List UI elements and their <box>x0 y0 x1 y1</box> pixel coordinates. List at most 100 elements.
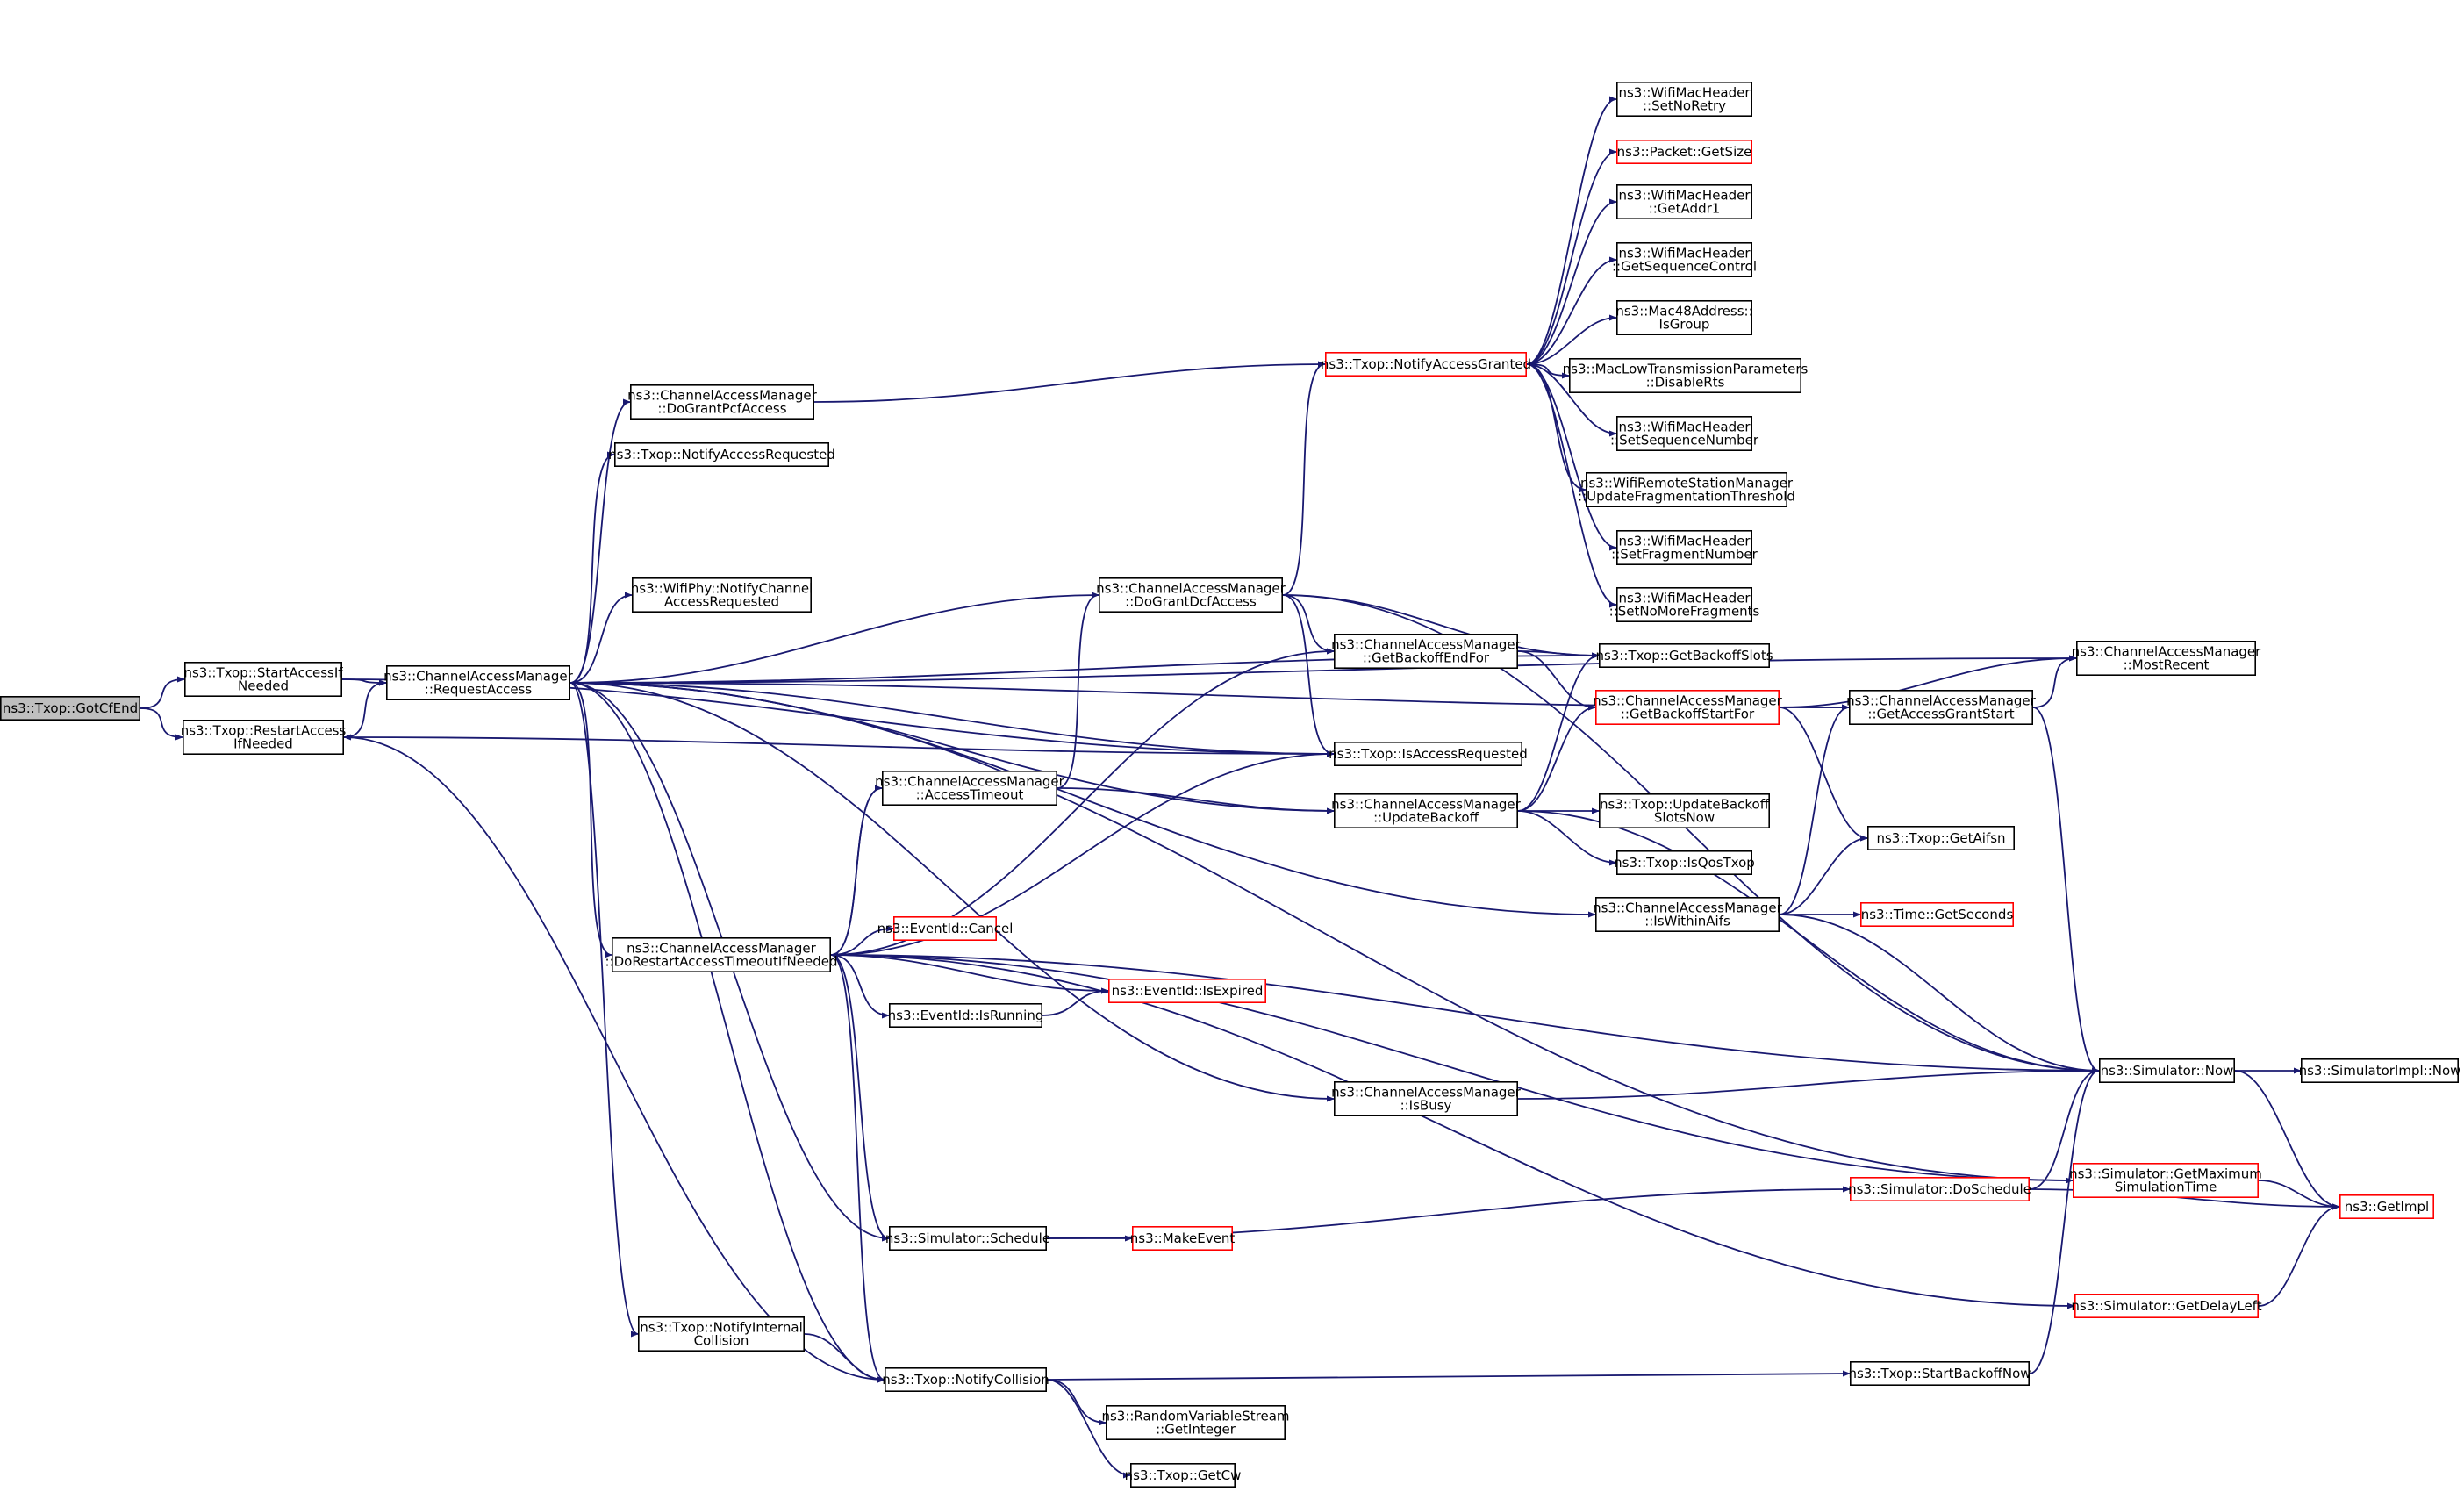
edge-dorestart-to-schedule <box>830 954 890 1242</box>
node-packet_getsize[interactable]: ns3::Packet::GetSize <box>1616 140 1753 165</box>
node-getbackoffslots[interactable]: ns3::Txop::GetBackoffSlots <box>1595 642 1773 668</box>
node-isqostxop[interactable]: ns3::Txop::IsQosTxop <box>1614 850 1755 875</box>
node-getaifsn[interactable]: ns3::Txop::GetAifsn <box>1867 825 2016 850</box>
node-notifyaccessgranted[interactable]: ns3::Txop::NotifyAccessGranted <box>1321 351 1531 377</box>
node-startaccessifneeded-box <box>184 661 342 697</box>
node-dograntdcfaccess[interactable]: ns3::ChannelAccessManager::DoGrantDcfAcc… <box>1096 577 1286 613</box>
node-schedule[interactable]: ns3::Simulator::Schedule <box>885 1226 1050 1252</box>
node-time_getseconds[interactable]: ns3::Time::GetSeconds <box>1860 902 2015 928</box>
node-iswithinaifs[interactable]: ns3::ChannelAccessManager::IsWithinAifs <box>1593 896 1783 932</box>
edge-startbackoffnow-to-sim_now <box>2029 1067 2100 1374</box>
edge-getdelayleft-to-getimpl <box>2258 1203 2340 1307</box>
node-getbackoffendfor-label-1: ::GetBackoffEndFor <box>1363 650 1490 666</box>
node-eventid_cancel[interactable]: ns3::EventId::Cancel <box>877 916 1014 942</box>
node-getdelayleft[interactable]: ns3::Simulator::GetDelayLeft <box>2071 1294 2262 1319</box>
node-setsequencenumber-label-0: ns3::WifiMacHeader <box>1618 420 1751 435</box>
node-startbackoffnow[interactable]: ns3::Txop::StartBackoffNow <box>1848 1361 2031 1387</box>
node-dorestart[interactable]: ns3::ChannelAccessManager::DoRestartAcce… <box>605 937 838 973</box>
node-setnoretry-label-1: ::SetNoRetry <box>1643 98 1726 114</box>
node-setsequencenumber-label-1: ::SetSequenceNumber <box>1610 433 1759 448</box>
node-getaccessgrantstart[interactable]: ns3::ChannelAccessManager::GetAccessGran… <box>1846 689 2037 725</box>
node-requestaccess[interactable]: ns3::ChannelAccessManager::RequestAccess <box>383 664 574 700</box>
node-updatefragthreshold[interactable]: ns3::WifiRemoteStationManager::UpdateFra… <box>1578 471 1795 507</box>
node-doschedule[interactable]: ns3::Simulator::DoSchedule <box>1848 1177 2031 1202</box>
node-dograntpcfaccess[interactable]: ns3::ChannelAccessManager::DoGrantPcfAcc… <box>627 384 818 420</box>
node-updatebackoff[interactable]: ns3::ChannelAccessManager::UpdateBackoff <box>1331 793 1522 828</box>
node-getmaxsimtime-label-0: ns3::Simulator::GetMaximum <box>2069 1166 2262 1182</box>
edge-updatebackoff-to-isqostxop <box>1517 810 1617 866</box>
edge-notifyaccessgranted-to-disablerts <box>1526 363 1570 379</box>
node-dograntdcfaccess-label-0: ns3::ChannelAccessManager <box>1096 581 1286 597</box>
edge-updatebackoff-to-getbackoffstartfor <box>1517 704 1596 812</box>
node-makeevent-box <box>1132 1226 1234 1252</box>
node-isaccessrequested[interactable]: ns3::Txop::IsAccessRequested <box>1329 741 1528 766</box>
node-disablerts[interactable]: ns3::MacLowTransmissionParameters::Disab… <box>1563 357 1809 393</box>
node-gotcfend[interactable]: ns3::Txop::GotCfEnd <box>0 695 140 721</box>
node-dorestart-label-0: ns3::ChannelAccessManager <box>627 941 816 957</box>
node-notifyaccessrequested[interactable]: ns3::Txop::NotifyAccessRequested <box>608 441 835 467</box>
node-notifyinternalcollision-label-0: ns3::Txop::NotifyInternal <box>640 1320 803 1336</box>
node-simimpl_now[interactable]: ns3::SimulatorImpl::Now <box>2299 1058 2461 1084</box>
node-getbackoffslots-box <box>1599 642 1771 668</box>
edge-notifyaccessgranted-to-setnoretry <box>1526 96 1617 365</box>
node-mostrecent[interactable]: ns3::ChannelAccessManager::MostRecent <box>2072 640 2261 676</box>
node-iswithinaifs-box <box>1595 896 1780 932</box>
node-makeevent[interactable]: ns3::MakeEvent <box>1130 1226 1236 1252</box>
edge-getaccessgrantstart-to-mostrecent <box>2032 655 2077 708</box>
node-setfragmentnumber-label-1: ::SetFragmentNumber <box>1611 547 1758 563</box>
edge-notifyaccessgranted-to-packet_getsize <box>1526 148 1617 365</box>
node-accesstimeout-label-1: ::AccessTimeout <box>916 787 1024 803</box>
node-setnoretry[interactable]: ns3::WifiMacHeader::SetNoRetry <box>1616 82 1753 118</box>
node-notifycollision[interactable]: ns3::Txop::NotifyCollision <box>882 1367 1049 1393</box>
node-mac48_isgroup-box <box>1616 299 1753 335</box>
node-setnoretry-label-0: ns3::WifiMacHeader <box>1618 85 1751 101</box>
node-eventid_isrunning[interactable]: ns3::EventId::IsRunning <box>888 1003 1044 1029</box>
edge-requestaccess-to-wifiphy_notify <box>569 592 633 684</box>
node-setsequencenumber-box <box>1616 415 1753 451</box>
node-isbusy-label-1: ::IsBusy <box>1400 1098 1452 1114</box>
edge-notifyinternalcollision-to-notifycollision <box>804 1333 885 1383</box>
node-restartaccessifneeded-label-0: ns3::Txop::RestartAccess <box>181 723 347 739</box>
node-updatebackoff-label-1: ::UpdateBackoff <box>1373 810 1479 826</box>
edge-dorestart-to-eventid_isexpired <box>830 954 1109 994</box>
node-accesstimeout[interactable]: ns3::ChannelAccessManager::AccessTimeout <box>875 770 1065 806</box>
edge-getbackoffendfor-to-getbackoffslots <box>1517 650 1600 659</box>
node-getcw[interactable]: ns3::Txop::GetCw <box>1125 1463 1242 1488</box>
node-notifyaccessrequested-label-0: ns3::Txop::NotifyAccessRequested <box>608 447 835 463</box>
node-rvs_getinteger[interactable]: ns3::RandomVariableStream::GetInteger <box>1101 1405 1290 1441</box>
node-setnomorefragments[interactable]: ns3::WifiMacHeader::SetNoMoreFragments <box>1609 586 1760 622</box>
node-updatebackoffslotsnow-label-1: SlotsNow <box>1654 810 1715 826</box>
node-eventid_cancel-label-0: ns3::EventId::Cancel <box>877 921 1014 936</box>
node-eventid_isrunning-label-0: ns3::EventId::IsRunning <box>888 1008 1044 1023</box>
node-isbusy[interactable]: ns3::ChannelAccessManager::IsBusy <box>1331 1081 1522 1117</box>
edge-requestaccess-to-isbusy <box>569 682 1335 1102</box>
edge-accesstimeout-to-dorestart <box>830 787 883 958</box>
node-getaccessgrantstart-box <box>1849 689 2034 725</box>
node-getimpl[interactable]: ns3::GetImpl <box>2339 1194 2435 1220</box>
edge-requestaccess-to-notifyinternalcollision <box>569 682 639 1338</box>
node-getbackoffstartfor-box <box>1595 689 1780 725</box>
edge-dorestart-to-eventid_cancel <box>830 925 894 956</box>
node-getdelayleft-box <box>2074 1294 2260 1319</box>
node-mac48_isgroup[interactable]: ns3::Mac48Address::IsGroup <box>1615 299 1753 335</box>
node-isbusy-label-0: ns3::ChannelAccessManager <box>1331 1085 1521 1101</box>
node-getbackoffstartfor[interactable]: ns3::ChannelAccessManager::GetBackoffSta… <box>1593 689 1783 725</box>
edge-notifyaccessgranted-to-getaddr1 <box>1526 198 1617 365</box>
node-getsequencecontrol[interactable]: ns3::WifiMacHeader::GetSequenceControl <box>1612 241 1757 277</box>
node-getaddr1[interactable]: ns3::WifiMacHeader::GetAddr1 <box>1616 184 1753 220</box>
node-sim_now[interactable]: ns3::Simulator::Now <box>2099 1058 2236 1084</box>
node-time_getseconds-label-0: ns3::Time::GetSeconds <box>1861 907 2014 922</box>
node-updatebackoffslotsnow-label-0: ns3::Txop::UpdateBackoff <box>1600 797 1770 813</box>
node-eventid_cancel-box <box>892 916 997 942</box>
node-wifiphy_notify[interactable]: ns3::WifiPhy::NotifyChannelAccessRequest… <box>631 577 813 613</box>
node-eventid_isexpired[interactable]: ns3::EventId::IsExpired <box>1108 979 1267 1004</box>
node-setfragmentnumber[interactable]: ns3::WifiMacHeader::SetFragmentNumber <box>1611 529 1758 565</box>
node-getbackoffendfor[interactable]: ns3::ChannelAccessManager::GetBackoffEnd… <box>1331 633 1522 669</box>
node-setnoretry-box <box>1616 82 1753 118</box>
node-setsequencenumber[interactable]: ns3::WifiMacHeader::SetSequenceNumber <box>1610 415 1759 451</box>
